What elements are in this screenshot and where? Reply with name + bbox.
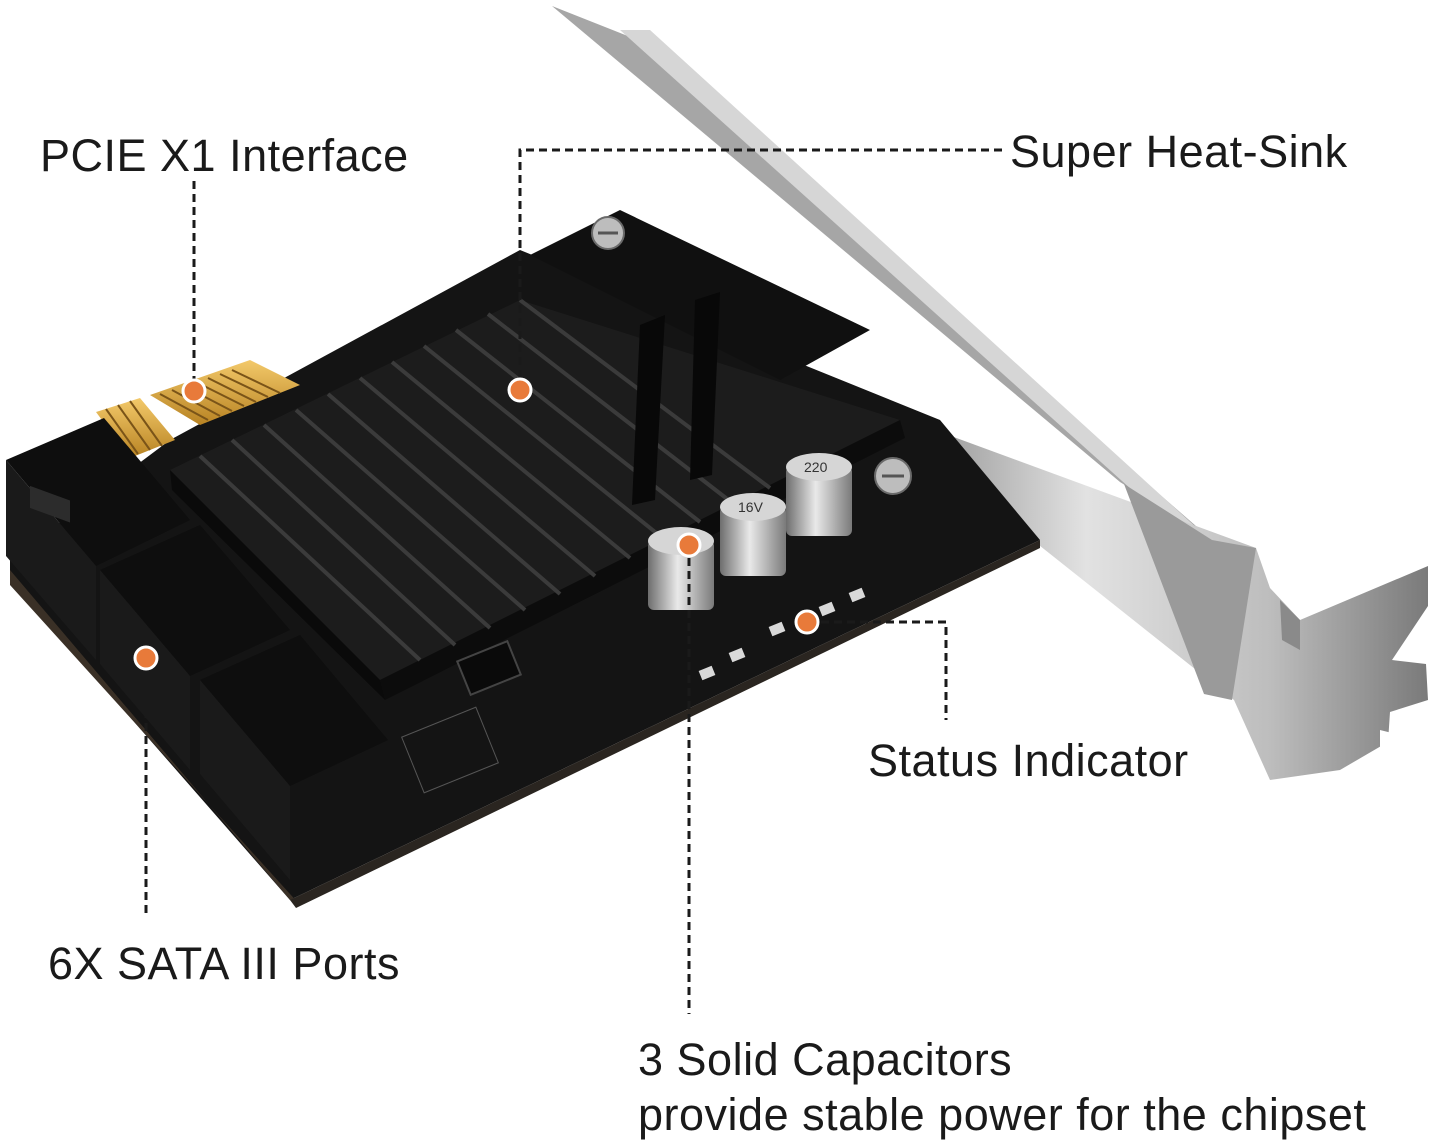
callout-capacitors: 3 Solid Capacitors provide stable power … [638,1033,1366,1143]
marker-heatsink [507,377,533,403]
sata-connector-1 [6,418,190,660]
callout-pcie-interface: PCIE X1 Interface [40,130,409,181]
capacitor-3: 220 [786,453,852,536]
callout-sata-ports: 6X SATA III Ports [48,938,400,989]
sata-connectors [6,418,388,880]
bracket-screws [591,216,912,495]
leader-heatsink [518,148,1002,390]
jumper-pads [401,706,499,794]
metal-bracket [552,6,1428,780]
callout-leader-lines [144,148,1002,1014]
capacitor-2: 16V [720,493,786,576]
capacitor-marking: 220 [804,459,828,475]
heat-sink [170,210,905,700]
marker-capacitors [676,532,702,558]
callout-capacitors-line2: provide stable power for the chipset [638,1088,1367,1140]
chip [455,639,523,697]
solid-capacitors: 16V 220 [648,453,852,610]
callout-status-indicator: Status Indicator [868,735,1189,786]
leader-status [808,620,948,720]
status-leds [698,587,866,681]
marker-status [794,609,820,635]
callout-heat-sink: Super Heat-Sink [1010,126,1348,177]
callout-capacitors-line1: 3 Solid Capacitors [638,1034,1013,1085]
capacitor-marking: 16V [738,499,764,515]
marker-pcie [181,378,207,404]
callout-markers [133,377,820,671]
sata-connector-3 [200,635,388,880]
marker-sata [133,645,159,671]
